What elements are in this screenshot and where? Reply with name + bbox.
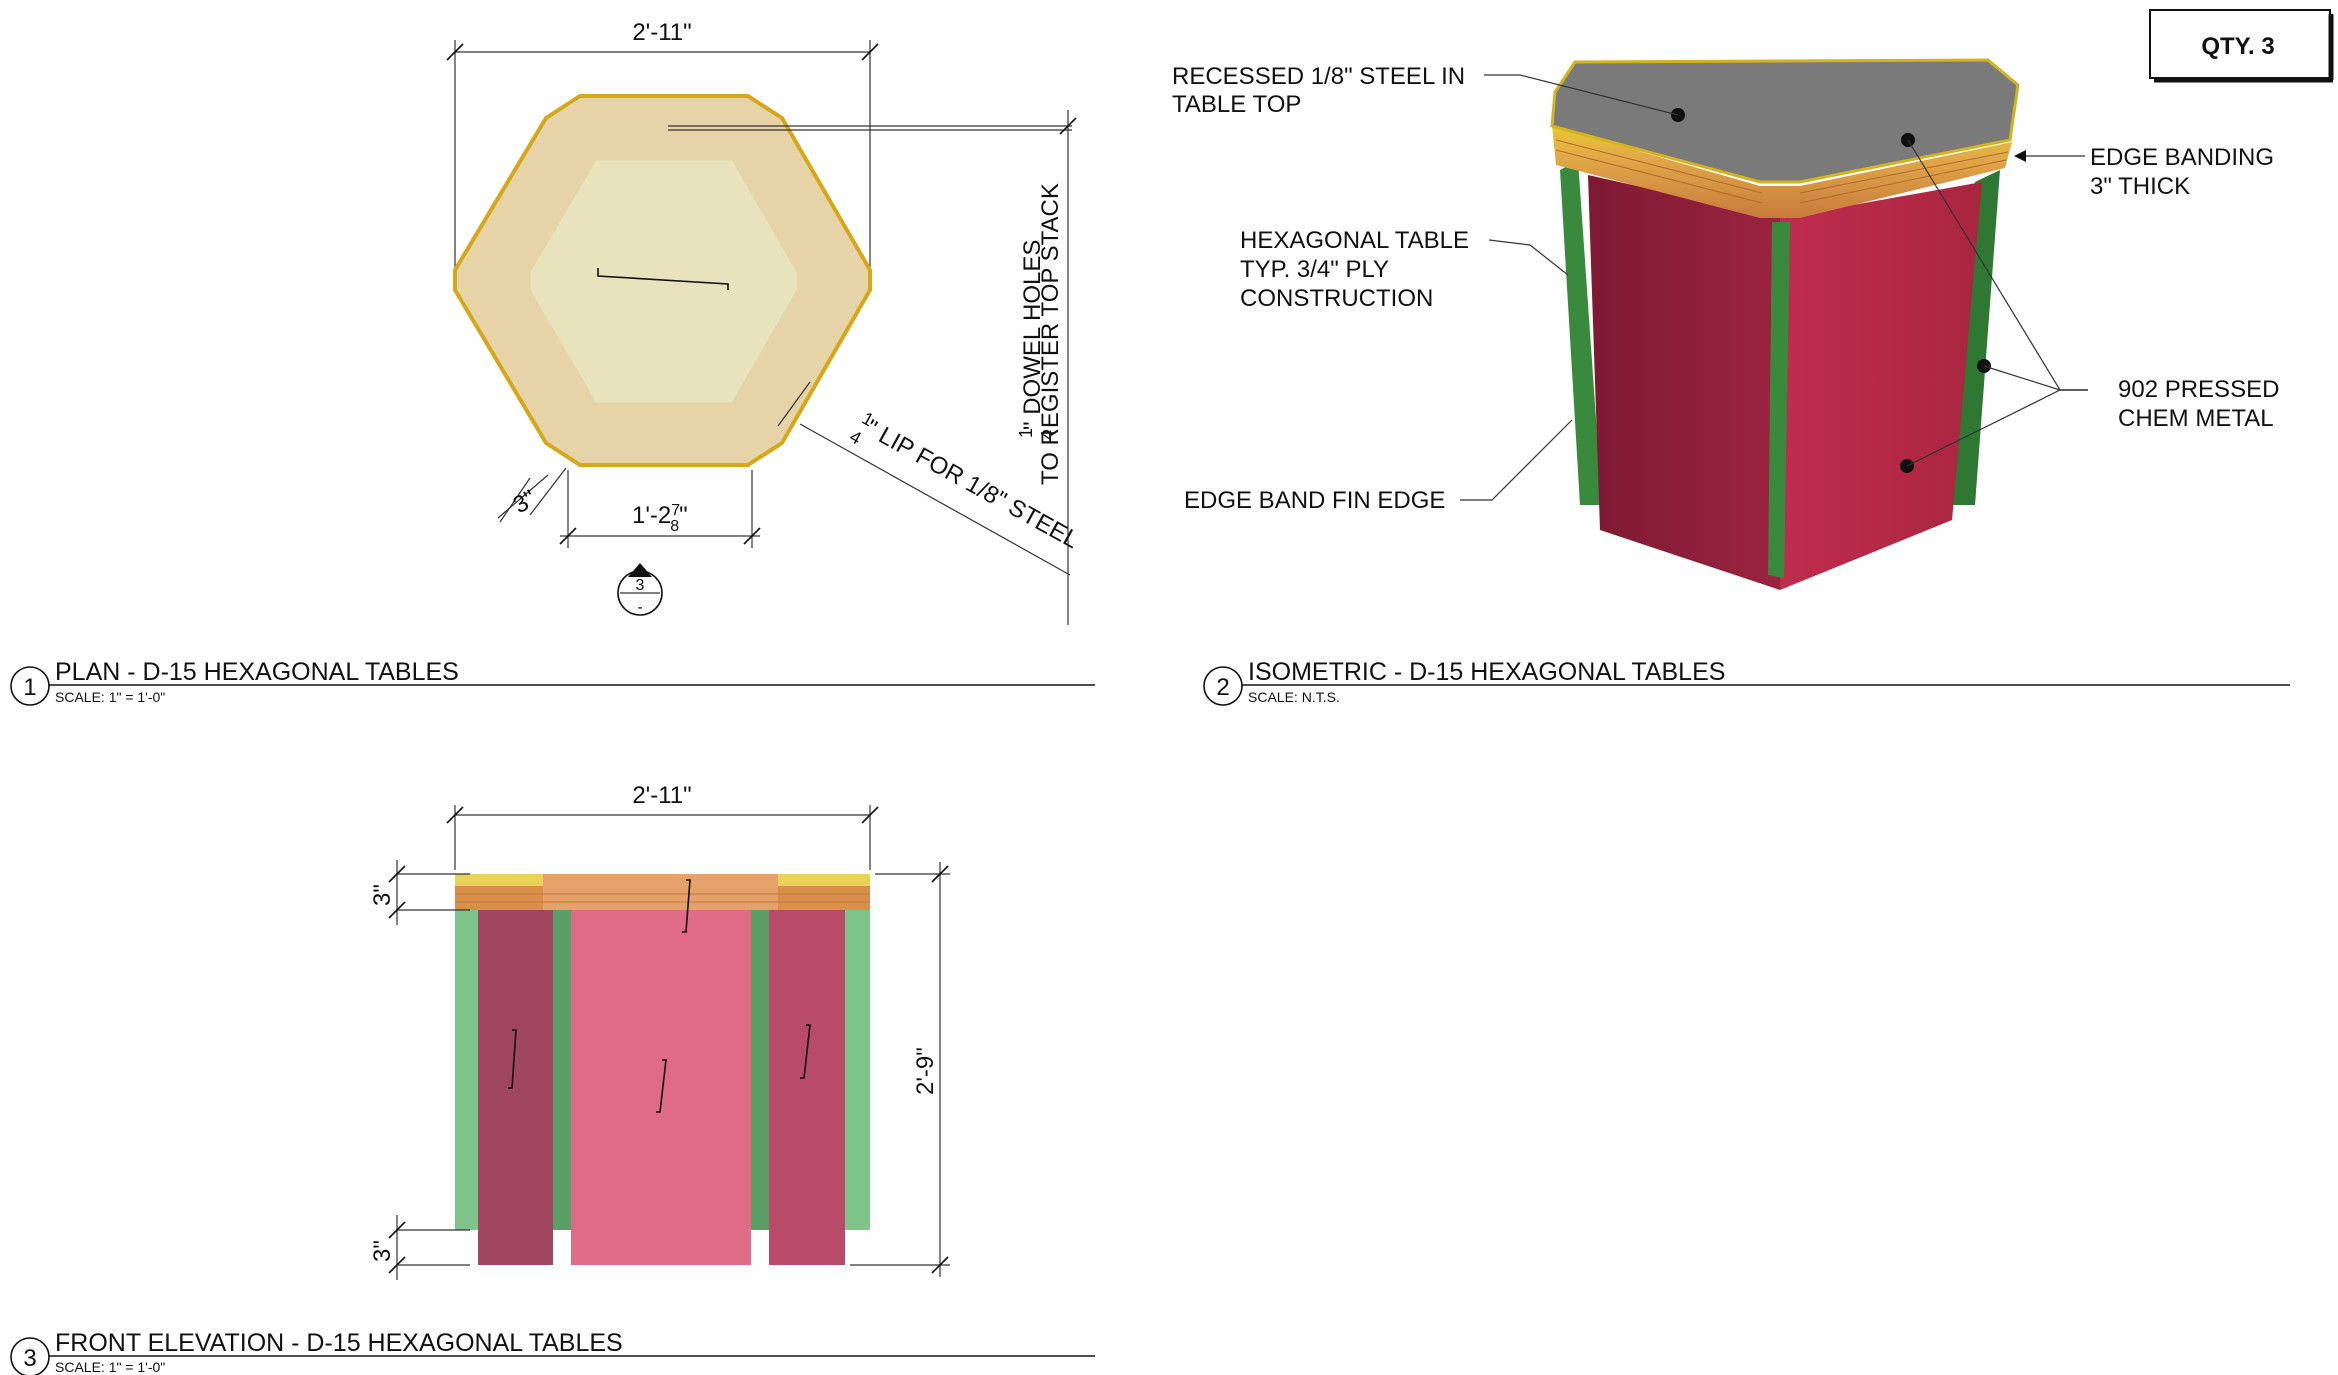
- view-2-number: 2: [1216, 674, 1229, 701]
- qty-box: QTY. 3: [2149, 9, 2334, 83]
- iso-callout-metal-1: 902 PRESSED: [2118, 376, 2279, 403]
- iso-fin-left: [1560, 160, 1602, 505]
- plan-inner-steel-recess: [529, 159, 798, 404]
- view-2-scale: SCALE: N.T.S.: [1248, 689, 1340, 705]
- view-3-scale: SCALE: 1" = 1'-0": [55, 1359, 165, 1375]
- iso-panel-right: [1780, 182, 1982, 590]
- iso-callout-hex-1: HEXAGONAL TABLE: [1240, 227, 1469, 254]
- iso-callout-steel-2: TABLE TOP: [1172, 91, 1301, 118]
- view-1-number: 1: [23, 674, 36, 701]
- view-1-title-block: 1 PLAN - D-15 HEXAGONAL TABLES SCALE: 1"…: [10, 658, 1095, 706]
- iso-fin-front: [1768, 222, 1790, 578]
- isometric-view: RECESSED 1/8" STEEL IN TABLE TOP HEXAGON…: [1172, 58, 2279, 590]
- elev-fin-inner-right: [751, 910, 769, 1230]
- view-2-title: ISOMETRIC - D-15 HEXAGONAL TABLES: [1248, 658, 1725, 686]
- iso-callout-hex-2: TYP. 3/4" PLY: [1240, 256, 1389, 283]
- elev-width-dim: 2'-11": [632, 782, 691, 809]
- svg-text:-: -: [637, 599, 642, 616]
- plan-width-dim: 2'-11": [632, 19, 691, 46]
- view-1-title: PLAN - D-15 HEXAGONAL TABLES: [55, 658, 459, 686]
- elev-fin-inner-left: [553, 910, 571, 1230]
- elevation-view: 2'-11" 3" 3": [369, 782, 950, 1280]
- elev-panel-front: [571, 910, 751, 1265]
- iso-callout-steel-1: RECESSED 1/8" STEEL IN: [1172, 63, 1465, 90]
- elev-panel-right: [769, 910, 845, 1265]
- iso-callout-banding-1: EDGE BANDING: [2090, 144, 2274, 171]
- elev-fin-right: [845, 910, 870, 1230]
- elev-top-band-dim: 3": [369, 884, 396, 906]
- iso-steel-top: [1550, 58, 2020, 184]
- iso-callout-banding-2: 3" THICK: [2090, 173, 2190, 200]
- section-marker: 3 -: [617, 563, 663, 616]
- plan-dowel-note-2: TO REGISTER TOP STACK: [1037, 183, 1064, 485]
- view-3-number: 3: [23, 1345, 36, 1372]
- view-1-scale: SCALE: 1" = 1'-0": [55, 689, 165, 705]
- iso-callout-metal-2: CHEM METAL: [2118, 405, 2274, 432]
- iso-edge-banding: [1552, 126, 2012, 218]
- iso-callout-fin: EDGE BAND FIN EDGE: [1184, 487, 1445, 514]
- elev-base-dim: 3": [369, 1240, 396, 1262]
- elev-panel-left: [478, 910, 553, 1265]
- view-2-title-block: 2 ISOMETRIC - D-15 HEXAGONAL TABLES SCAL…: [1203, 658, 2290, 706]
- svg-text:3: 3: [636, 577, 645, 594]
- iso-fin-right: [1950, 170, 2000, 505]
- elev-height-dim: 2'-9": [912, 1047, 939, 1095]
- qty-label: QTY. 3: [2201, 33, 2274, 60]
- iso-panel-left: [1588, 175, 1780, 590]
- plan-chamfer-dim: 3": [509, 485, 541, 519]
- view-3-title-block: 3 FRONT ELEVATION - D-15 HEXAGONAL TABLE…: [10, 1329, 1095, 1375]
- view-3-title: FRONT ELEVATION - D-15 HEXAGONAL TABLES: [55, 1329, 623, 1357]
- iso-callout-hex-3: CONSTRUCTION: [1240, 285, 1433, 312]
- elev-fin-left: [455, 910, 478, 1230]
